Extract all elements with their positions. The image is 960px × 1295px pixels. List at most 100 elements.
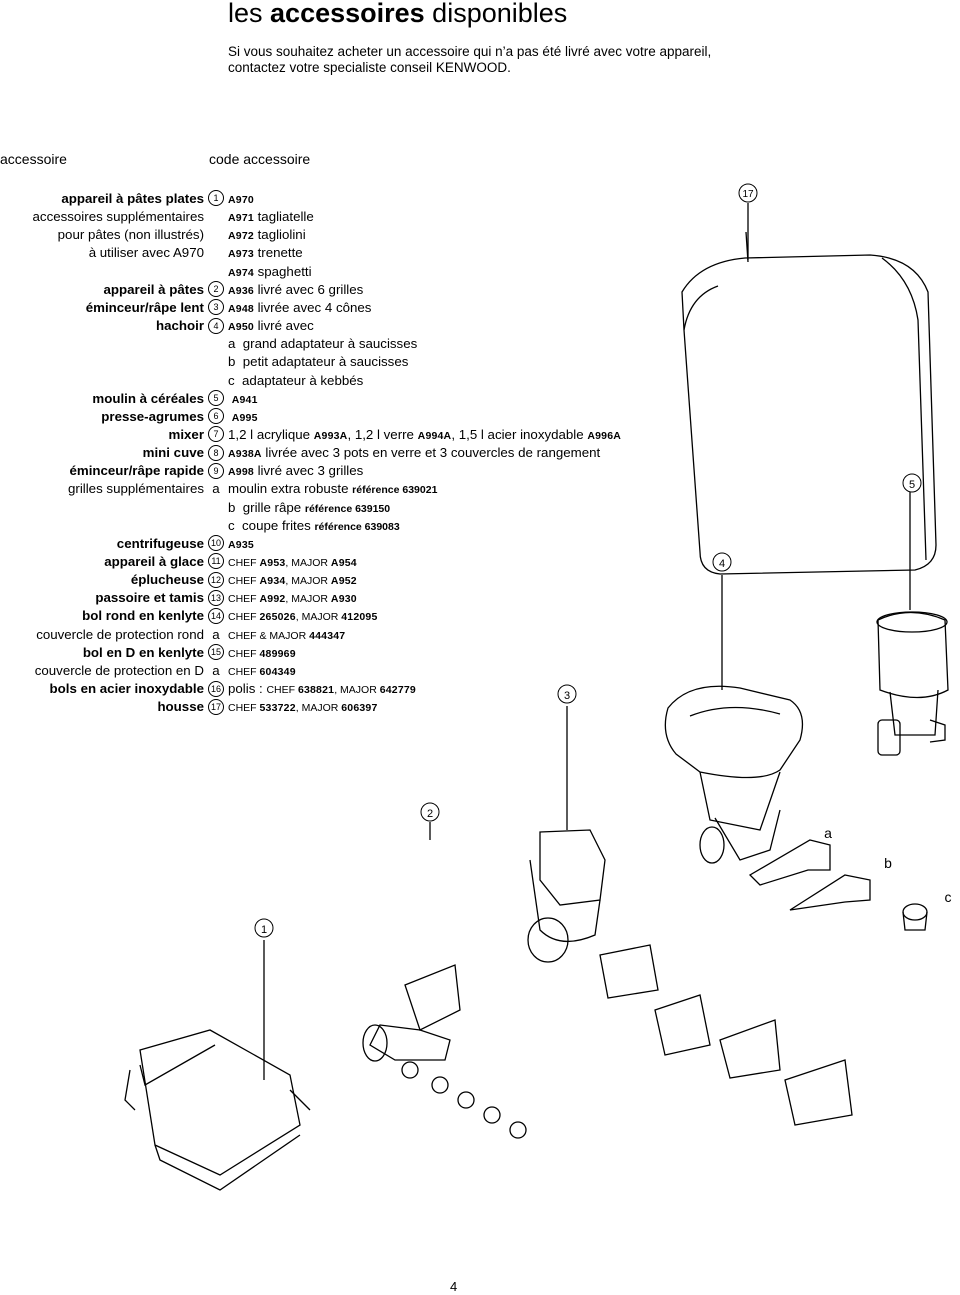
item-marker: 5 xyxy=(208,390,224,408)
code-ref: A952 xyxy=(330,575,357,588)
code-ref: A938A xyxy=(228,448,262,461)
table-row: A974 spaghetti xyxy=(0,263,720,281)
item-number-badge: 7 xyxy=(208,426,224,443)
accessory-name: appareil à glace xyxy=(104,554,204,569)
code-ref: A996A xyxy=(587,429,622,442)
code-text: livrée avec 3 pots en verre et 3 couverc… xyxy=(261,445,601,461)
table-row: c coupe frites référence 639083 xyxy=(0,517,720,535)
code-ref: A936 xyxy=(228,284,254,297)
accessory-code: CHEF 604349 xyxy=(228,662,296,681)
mincer-drawing xyxy=(664,685,928,931)
code-ref: , MAJOR xyxy=(285,575,331,588)
accessory-name: mixer xyxy=(168,426,204,442)
accessory-name: mini cuve xyxy=(142,445,204,461)
accessory-code: A974 spaghetti xyxy=(228,263,312,282)
callout-2: 2 xyxy=(427,808,433,820)
code-ref: A992 xyxy=(259,593,286,606)
accessory-code: CHEF 489969 xyxy=(228,644,296,663)
accessory-code: A950 livré avec xyxy=(228,317,314,336)
page-number: 4 xyxy=(450,1279,458,1294)
code-ref: CHEF xyxy=(228,557,260,569)
code-text: livré avec xyxy=(253,318,314,334)
accessory-name: bol rond en kenlyte xyxy=(82,608,204,624)
item-marker: 9 xyxy=(208,462,224,480)
code-text: a grand adaptateur à saucisses xyxy=(228,336,418,352)
item-number-badge: 13 xyxy=(208,589,224,606)
accessory-name: à utiliser avec A970 xyxy=(88,245,204,261)
accessory-name: bols en acier inoxydable xyxy=(49,681,204,697)
code-text: moulin extra robuste xyxy=(228,481,353,497)
accessory-name: grilles supplémentaires xyxy=(68,481,204,497)
code-ref: référence 639150 xyxy=(304,502,391,515)
grain-mill-drawing xyxy=(876,611,949,756)
item-marker: 7 xyxy=(208,426,224,444)
accessory-code: A938A livrée avec 3 pots en verre et 3 c… xyxy=(228,444,600,463)
accessory-code: A948 livrée avec 4 cônes xyxy=(228,299,371,318)
intro-text: Si vous souhaitez acheter un accessoire … xyxy=(228,44,712,75)
code-ref: CHEF xyxy=(228,647,260,660)
item-marker: 17 xyxy=(208,698,224,716)
code-ref: A972 xyxy=(228,230,254,243)
accessory-name: presse-agrumes xyxy=(101,408,204,424)
table-row: grilles supplémentaires a moulin extra rob… xyxy=(0,480,720,498)
callout-a: a xyxy=(824,825,832,841)
code-text: b petit adaptateur à saucisses xyxy=(228,354,409,370)
code-ref: A953 xyxy=(259,557,286,569)
item-marker: 14 xyxy=(208,607,224,625)
item-marker: 16 xyxy=(208,680,224,698)
accessory-name: hachoir xyxy=(155,318,204,334)
item-marker: a xyxy=(212,481,220,497)
code-text: livrée avec 4 cônes xyxy=(253,299,372,315)
code-ref: 604349 xyxy=(259,665,296,678)
pasta-maker-drawing xyxy=(362,964,527,1139)
code-ref: 444347 xyxy=(309,629,346,642)
accessory-code: A935 xyxy=(228,535,254,554)
accessory-code: A972 tagliolini xyxy=(228,226,306,245)
accessory-name: éplucheuse xyxy=(130,572,204,588)
code-text: livré avec 3 grilles xyxy=(253,463,364,479)
code-ref: A998 xyxy=(228,466,254,479)
item-marker: 1 xyxy=(208,190,224,208)
table-row: c adaptateur à kebbés xyxy=(0,372,720,390)
table-row: b grille râpe référence 639150 xyxy=(0,499,720,517)
table-row: a grand adaptateur à saucisses xyxy=(0,335,720,353)
code-ref: 412095 xyxy=(341,611,378,624)
item-number-badge: 3 xyxy=(208,299,224,316)
item-number-badge: 17 xyxy=(208,698,224,715)
accessory-code: A970 xyxy=(228,190,254,209)
accessory-code: polis : CHEF 638821, MAJOR 642779 xyxy=(228,680,416,699)
code-ref: A993A xyxy=(313,429,348,442)
code-ref: A930 xyxy=(330,593,357,606)
code-ref: A954 xyxy=(330,557,357,569)
code-ref: 489969 xyxy=(259,647,296,660)
accessory-code: CHEF 533722, MAJOR 606397 xyxy=(228,698,378,717)
code-ref: 265026 xyxy=(259,611,296,624)
code-ref: 533722 xyxy=(259,702,296,715)
table-row: pour pâtes (non illustrés)A972 tagliolin… xyxy=(0,226,720,244)
code-text: spaghetti xyxy=(253,263,312,279)
code-text: livré avec 6 grilles xyxy=(253,281,364,297)
page-title: les accessoires disponibles xyxy=(228,0,568,28)
item-number-badge: 9 xyxy=(208,462,224,479)
code-ref: CHEF xyxy=(228,702,260,715)
code-text: polis : xyxy=(228,681,267,697)
code-ref: , MAJOR xyxy=(334,684,380,697)
item-number-badge: 8 xyxy=(208,444,224,461)
accessory-code: moulin extra robuste référence 639021 xyxy=(228,480,437,499)
accessory-name: éminceur/râpe lent xyxy=(85,299,204,315)
callout-5: 5 xyxy=(909,479,915,491)
accessory-code: b grille râpe référence 639150 xyxy=(228,499,390,518)
slicer-drawing xyxy=(527,829,853,1126)
item-number-badge: 5 xyxy=(208,390,224,407)
accessory-code: c adaptateur à kebbés xyxy=(228,372,363,390)
